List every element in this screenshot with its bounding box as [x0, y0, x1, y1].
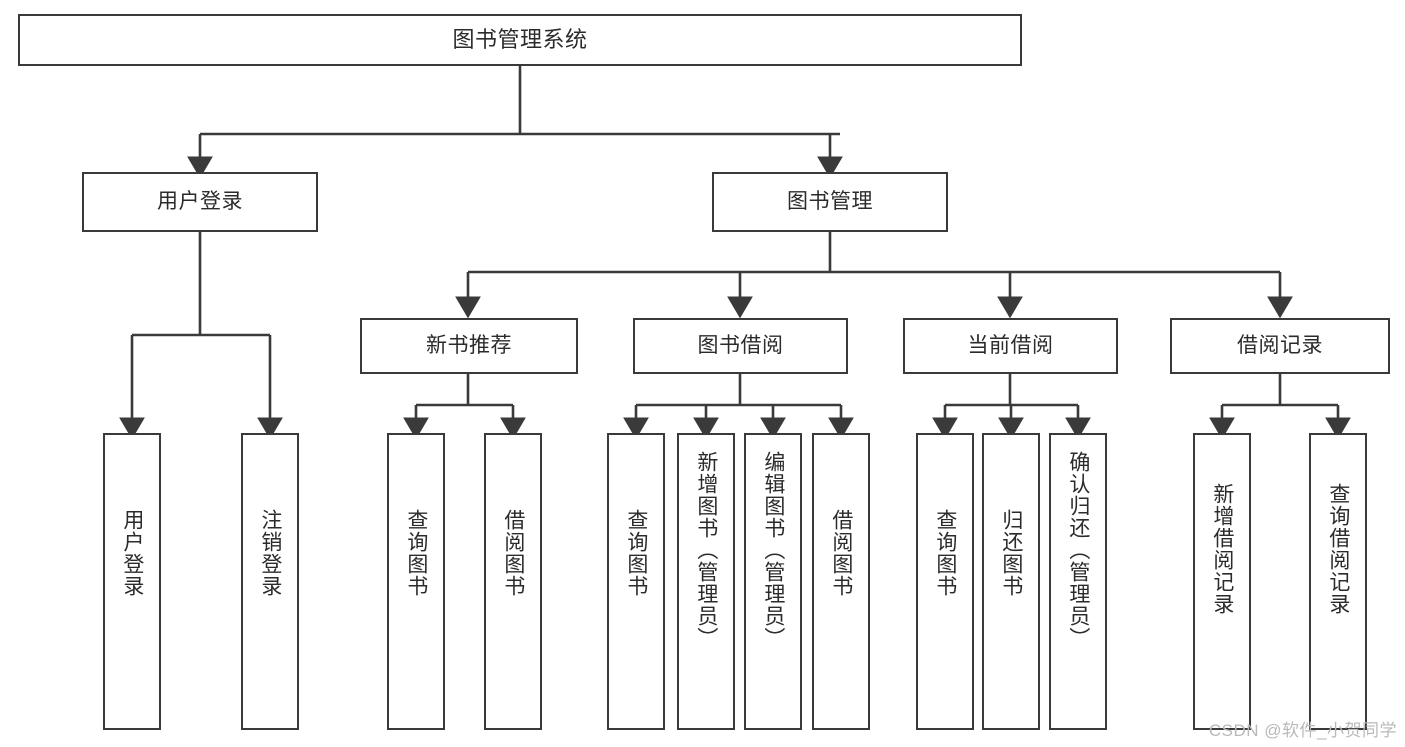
node-book-management[interactable]: 图书管理 [712, 172, 948, 232]
node-label: 借阅图书 [501, 509, 525, 597]
leaf-user-login-login[interactable]: 用户登录 [103, 433, 161, 730]
leaf-borrow-query-book[interactable]: 查询图书 [607, 433, 665, 730]
node-label: 图书管理系统 [452, 27, 588, 53]
node-current-borrow[interactable]: 当前借阅 [903, 318, 1118, 374]
leaf-borrow-edit-book-admin[interactable]: 编辑图书（管理员） [744, 433, 802, 730]
node-label: 图书借阅 [697, 333, 784, 357]
leaf-user-login-logout[interactable]: 注销登录 [241, 433, 299, 730]
node-label: 查询图书 [624, 509, 648, 597]
node-label: 查询图书 [933, 509, 957, 597]
leaf-current-query-book[interactable]: 查询图书 [916, 433, 974, 730]
node-label: 借阅记录 [1237, 333, 1323, 357]
node-new-book-recommend[interactable]: 新书推荐 [360, 318, 578, 374]
node-label: 归还图书 [999, 509, 1023, 597]
leaf-borrow-borrow-book[interactable]: 借阅图书 [812, 433, 870, 730]
node-user-login[interactable]: 用户登录 [82, 172, 318, 232]
node-label: 查询图书 [404, 509, 428, 597]
node-label: 用户登录 [120, 509, 144, 597]
leaf-borrow-add-book-admin[interactable]: 新增图书（管理员） [677, 433, 735, 730]
node-label: 当前借阅 [967, 333, 1054, 357]
node-label: 编辑图书（管理员） [761, 451, 785, 649]
node-label: 借阅图书 [829, 509, 853, 597]
node-root-system[interactable]: 图书管理系统 [18, 14, 1022, 66]
node-book-borrow[interactable]: 图书借阅 [633, 318, 848, 374]
leaf-new-book-query[interactable]: 查询图书 [387, 433, 445, 730]
node-label: 新增图书（管理员） [694, 451, 718, 649]
node-label: 图书管理 [787, 189, 873, 213]
node-label: 用户登录 [157, 189, 243, 213]
leaf-current-return-book[interactable]: 归还图书 [982, 433, 1040, 730]
node-label: 查询借阅记录 [1326, 483, 1350, 615]
leaf-new-book-borrow[interactable]: 借阅图书 [484, 433, 542, 730]
leaf-record-add-record[interactable]: 新增借阅记录 [1193, 433, 1251, 730]
leaf-current-confirm-return-admin[interactable]: 确认归还（管理员） [1049, 433, 1107, 730]
watermark-text: CSDN @软件_小贺同学 [1208, 721, 1397, 740]
leaf-record-query-record[interactable]: 查询借阅记录 [1309, 433, 1367, 730]
node-label: 注销登录 [258, 509, 282, 597]
node-label: 确认归还（管理员） [1066, 451, 1090, 649]
node-label: 新增借阅记录 [1210, 483, 1234, 615]
node-label: 新书推荐 [426, 333, 512, 357]
node-borrow-record[interactable]: 借阅记录 [1170, 318, 1390, 374]
